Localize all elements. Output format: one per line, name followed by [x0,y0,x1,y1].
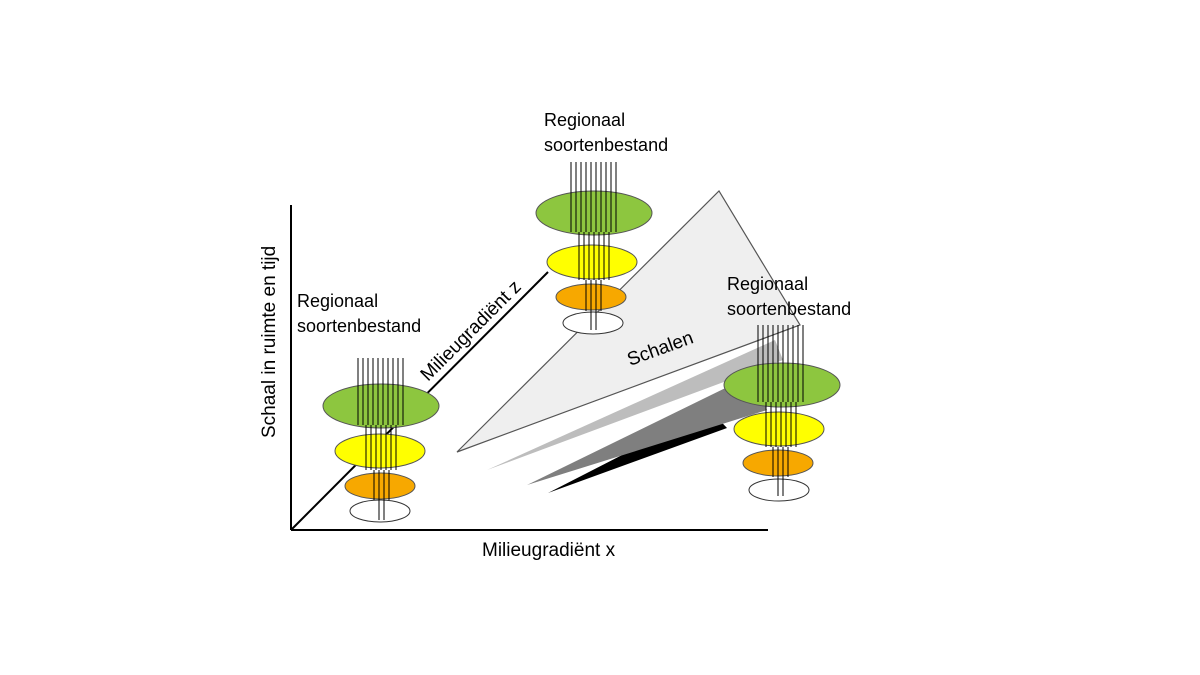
pool-2-ellipse-green [535,190,653,236]
pool-2-label-line1: Regionaal [544,110,625,130]
pool-1-ellipse-white [349,499,411,523]
pool-1-ellipse-yellow [334,433,426,469]
pool-2-species-lines [570,162,617,330]
scale-planes [456,190,801,493]
pool-3-label-line2: soortenbestand [727,299,851,319]
pool-3 [723,325,841,502]
pool-2-ellipse-yellow [546,244,638,280]
pool-1 [322,358,440,523]
pool-2-ellipse-white [562,311,624,335]
y-axis-label: Schaal in ruimte en tijd [259,246,280,438]
pool-1-label-line1: Regionaal [297,291,378,311]
plane-mid [487,340,783,470]
pool-3-species-lines [757,325,804,496]
pool-1-species-lines [357,358,404,520]
pool-1-ellipse-green [322,383,440,429]
pool-1-label-line2: soortenbestand [297,316,421,336]
pool-3-ellipse-white [748,478,810,502]
pool-3-ellipse-green [723,362,841,408]
pool-2 [535,162,653,335]
pool-2-label-line2: soortenbestand [544,135,668,155]
plane-dark [527,375,767,485]
z-axis-label: Milieugradiënt z [417,277,526,386]
pool-3-label-line1: Regionaal [727,274,808,294]
pool-3-ellipse-yellow [733,411,825,447]
x-axis-label: Milieugradiënt x [482,540,616,561]
pool-1-ellipse-orange [344,472,416,500]
